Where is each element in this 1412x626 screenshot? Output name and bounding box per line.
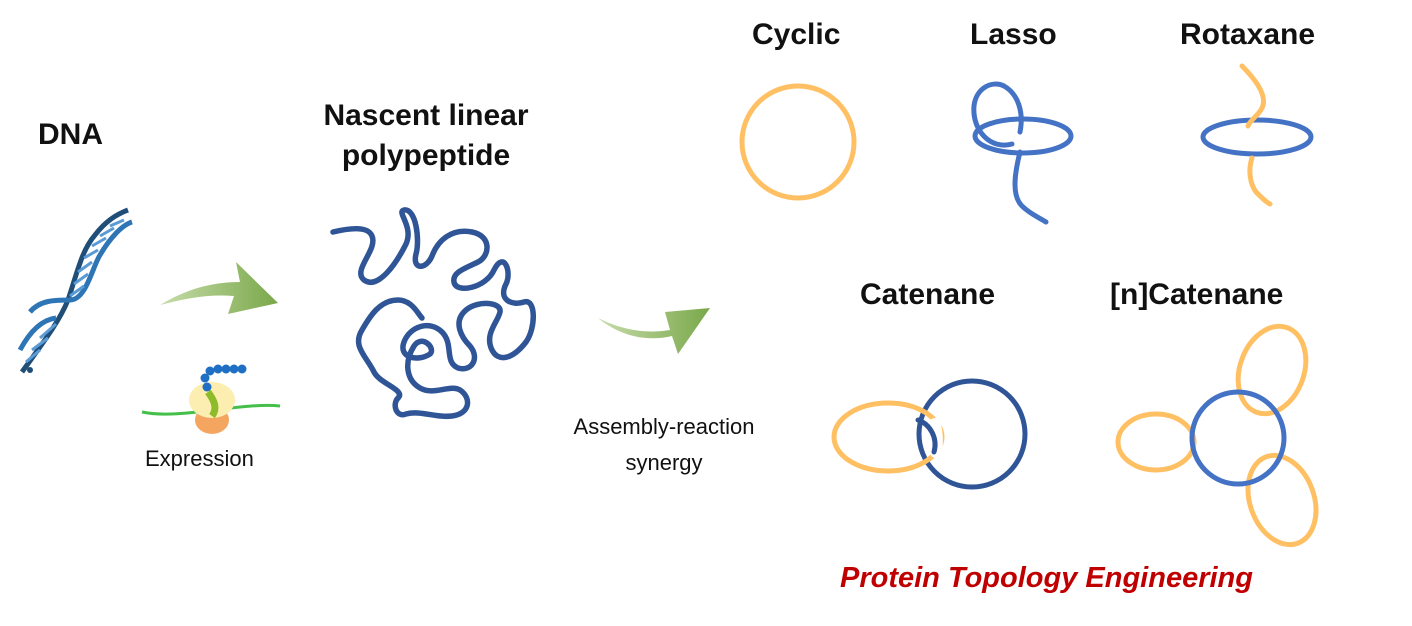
assembly-label-line2: synergy	[625, 450, 703, 475]
catenane-topology	[831, 378, 1028, 490]
rotaxane-label: Rotaxane	[1180, 18, 1316, 51]
green-arrow-icon	[598, 308, 710, 354]
nascent-label-line1: Nascent linear	[323, 99, 529, 132]
footer-title: Protein Topology Engineering	[840, 562, 1253, 594]
assembly-label-line1: Assembly-reaction	[573, 414, 755, 439]
ribosome-icon	[141, 364, 281, 434]
cyclic-topology	[739, 83, 857, 201]
rotaxane-topology	[1200, 63, 1314, 207]
lasso-label: Lasso	[970, 18, 1057, 51]
n-catenane-topology	[1115, 323, 1319, 548]
dna-helix-icon	[17, 207, 133, 374]
dna-label: DNA	[38, 118, 103, 151]
n-catenane-label: [n]Catenane	[1110, 278, 1284, 311]
nascent-label-line2: polypeptide	[341, 139, 511, 172]
nascent-polypeptide-label: Nascent linear polypeptide	[310, 96, 542, 176]
expression-label: Expression	[145, 446, 254, 471]
polypeptide-chain	[330, 207, 536, 420]
lasso-topology	[971, 81, 1074, 225]
assembly-reaction-label: Assembly-reaction synergy	[548, 409, 780, 481]
cyclic-label: Cyclic	[752, 18, 841, 51]
catenane-label: Catenane	[860, 278, 996, 311]
green-arrow-icon	[160, 262, 278, 314]
